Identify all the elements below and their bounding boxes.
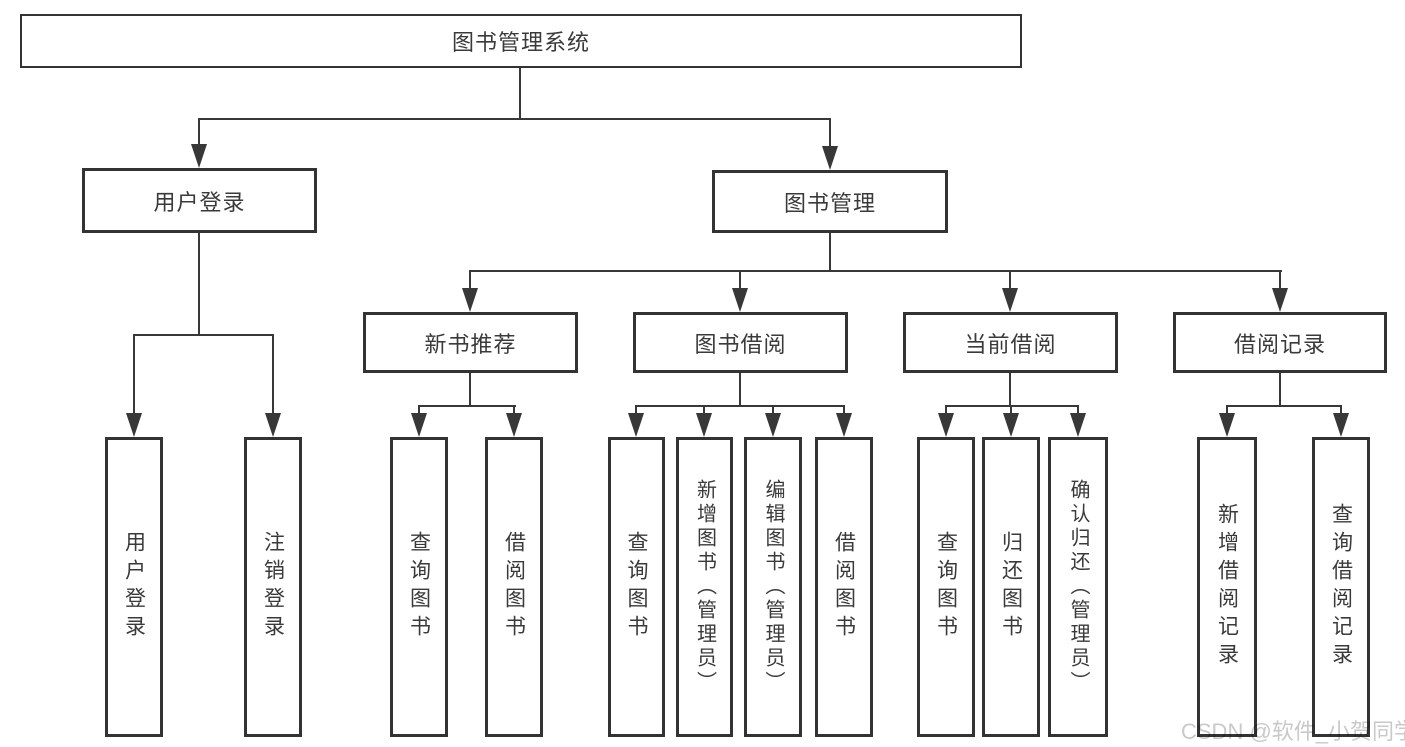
leaf-current-confirm-return-admin: 确认归还（管理员） (1048, 437, 1108, 737)
connector-arrowhead (506, 413, 522, 437)
leaf-current-confirm-return-admin-label: 确认归还（管理员） (1067, 479, 1089, 695)
connector-vline (272, 334, 274, 416)
connector-vline (198, 233, 200, 336)
connector-vline (1010, 405, 1012, 417)
connector-arrowhead (938, 413, 954, 437)
node-user-login-label: 用户登录 (153, 189, 246, 215)
connector-vline (829, 233, 831, 272)
leaf-user-login: 用户登录 (105, 437, 163, 737)
connector-vline (1279, 270, 1281, 292)
connector-vline (198, 118, 200, 148)
connector-vline (739, 270, 741, 292)
connector-vline (1340, 405, 1342, 417)
node-borrow-records-label: 借阅记录 (1233, 331, 1326, 357)
leaf-records-query-record: 查询借阅记录 (1312, 437, 1370, 737)
connector-vline (1009, 270, 1011, 292)
node-book-management-label: 图书管理 (783, 190, 876, 216)
connector-vline (519, 68, 521, 120)
leaf-borrow-add-books-admin: 新增图书（管理员） (676, 437, 733, 737)
connector-vline (635, 405, 637, 417)
connector-arrowhead (765, 413, 781, 437)
connector-vline (772, 405, 774, 417)
node-current-borrow-label: 当前借阅 (964, 331, 1057, 357)
leaf-recommend-borrow-books: 借阅图书 (485, 437, 543, 737)
leaf-current-query-books: 查询图书 (917, 437, 975, 737)
connector-vline (1226, 405, 1228, 417)
leaf-borrow-query-books-label: 查询图书 (625, 531, 648, 643)
connector-vline (1009, 373, 1011, 407)
connector-arrowhead (411, 413, 427, 437)
connector-vline (469, 270, 471, 292)
leaf-borrow-edit-books-admin-label: 编辑图书（管理员） (762, 479, 784, 695)
node-borrow-records: 借阅记录 (1173, 312, 1387, 373)
connector-hline (635, 405, 845, 407)
node-root: 图书管理系统 (20, 14, 1022, 68)
connector-arrowhead (1272, 288, 1288, 312)
node-new-book-recommend-label: 新书推荐 (424, 331, 517, 357)
connector-arrowhead (191, 144, 207, 168)
connector-vline (945, 405, 947, 417)
node-user-login: 用户登录 (82, 168, 317, 233)
connector-vline (829, 118, 831, 148)
node-book-management: 图书管理 (712, 170, 948, 233)
connector-arrowhead (1070, 413, 1086, 437)
leaf-current-query-books-label: 查询图书 (934, 531, 958, 643)
connector-arrowhead (462, 288, 478, 312)
leaf-logout: 注销登录 (244, 437, 302, 737)
leaf-records-add-record: 新增借阅记录 (1197, 437, 1257, 737)
leaf-current-return-books-label: 归还图书 (999, 531, 1023, 643)
connector-arrowhead (126, 413, 142, 437)
leaf-records-add-record-label: 新增借阅记录 (1215, 503, 1239, 671)
leaf-borrow-query-books: 查询图书 (608, 437, 665, 737)
csdn-watermark: CSDN @软件_小贺同学 (1181, 719, 1405, 744)
connector-hline (133, 334, 274, 336)
connector-vline (739, 373, 741, 407)
connector-hline (1226, 405, 1342, 407)
node-book-borrow-label: 图书借阅 (694, 331, 787, 357)
leaf-records-query-record-label: 查询借阅记录 (1329, 503, 1353, 671)
connector-vline (1077, 405, 1079, 417)
leaf-recommend-query-books: 查询图书 (390, 437, 448, 737)
leaf-borrow-borrow-books: 借阅图书 (815, 437, 873, 737)
leaf-borrow-add-books-admin-label: 新增图书（管理员） (693, 479, 716, 695)
leaf-borrow-borrow-books-label: 借阅图书 (832, 531, 856, 643)
leaf-logout-label: 注销登录 (261, 531, 285, 643)
connector-vline (418, 405, 420, 417)
leaf-current-return-books: 归还图书 (982, 437, 1040, 737)
node-root-label: 图书管理系统 (451, 30, 590, 55)
connector-vline (133, 334, 135, 416)
connector-arrowhead (1219, 413, 1235, 437)
leaf-borrow-edit-books-admin: 编辑图书（管理员） (744, 437, 802, 737)
connector-vline (1279, 373, 1281, 407)
node-current-borrow: 当前借阅 (903, 312, 1118, 373)
leaf-user-login-label: 用户登录 (122, 531, 146, 643)
connector-arrowhead (822, 146, 838, 170)
connector-arrowhead (836, 413, 852, 437)
leaf-recommend-query-books-label: 查询图书 (407, 531, 431, 643)
connector-hline (198, 118, 831, 120)
node-book-borrow: 图书借阅 (633, 312, 848, 373)
leaf-recommend-borrow-books-label: 借阅图书 (502, 531, 526, 643)
node-new-book-recommend: 新书推荐 (363, 312, 578, 373)
connector-hline (418, 405, 516, 407)
connector-arrowhead (1333, 413, 1349, 437)
connector-vline (843, 405, 845, 417)
connector-hline (469, 270, 1282, 272)
connector-vline (469, 373, 471, 407)
connector-arrowhead (1003, 413, 1019, 437)
connector-arrowhead (628, 413, 644, 437)
connector-arrowhead (732, 288, 748, 312)
connector-arrowhead (1002, 288, 1018, 312)
connector-vline (513, 405, 515, 417)
connector-arrowhead (265, 413, 281, 437)
connector-arrowhead (696, 413, 712, 437)
connector-vline (703, 405, 705, 417)
connector-hline (945, 405, 1079, 407)
